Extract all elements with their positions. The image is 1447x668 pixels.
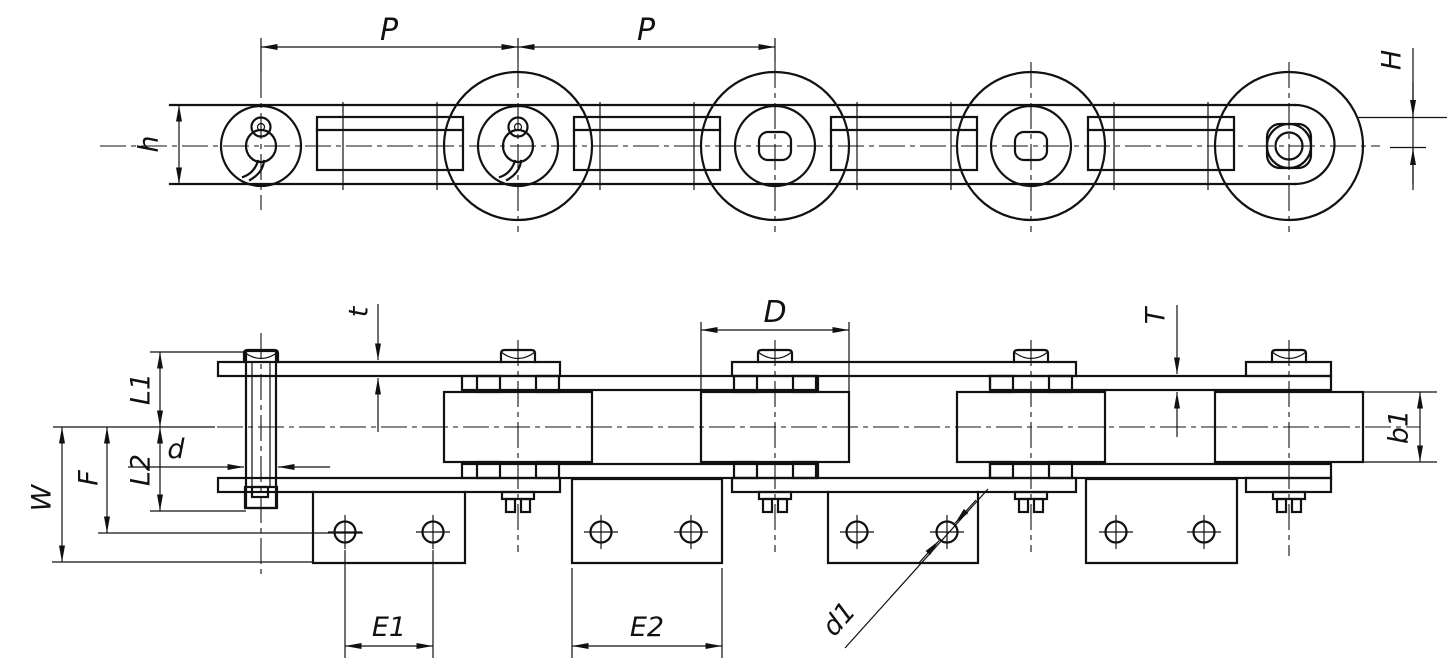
roller xyxy=(1213,70,1365,222)
top-view-side-elevation: P P h H xyxy=(100,13,1447,232)
pin-end-hole xyxy=(1013,130,1049,162)
dim-label-L2: L2 xyxy=(126,454,157,486)
dim-label-W: W xyxy=(27,483,58,511)
pin-end-inner xyxy=(1274,131,1304,161)
pin-bottom-notch xyxy=(250,485,270,499)
roller xyxy=(955,70,1107,222)
attachment-bracket xyxy=(826,490,980,565)
inner-plate-strip xyxy=(460,462,820,480)
dim-label-d: d xyxy=(167,434,185,465)
dim-leader-d1 xyxy=(844,488,989,649)
dim-label-b1: b1 xyxy=(1384,410,1415,444)
dim-label-T: T xyxy=(1141,305,1172,324)
outer-plate-strip xyxy=(730,476,1078,494)
inner-plate-strip xyxy=(988,374,1333,392)
dim-label-pitch-a: P xyxy=(380,13,399,48)
cotter-pin xyxy=(498,116,535,182)
bushing xyxy=(989,104,1073,188)
dim-label-E2: E2 xyxy=(630,612,664,643)
outer-plate-strip xyxy=(216,360,562,378)
dim-label-plate-h: h xyxy=(134,135,165,152)
dim-label-D: D xyxy=(763,295,786,330)
outer-plate-strip xyxy=(730,360,1078,378)
outer-plate-strip xyxy=(216,476,562,494)
dim-label-d1: d1 xyxy=(816,596,862,642)
dim-label-F: F xyxy=(74,470,105,486)
dim-label-E1: E1 xyxy=(372,612,406,643)
pin-end-outer xyxy=(1265,122,1313,170)
bottom-view-plan: L1 L2 F W d t T D b1 E1 xyxy=(27,295,1437,658)
inner-plate-strip xyxy=(460,374,820,392)
bushing xyxy=(476,104,560,188)
dim-label-L1: L1 xyxy=(126,373,157,405)
attachment-bracket xyxy=(570,477,724,565)
inner-plate-strip xyxy=(988,462,1333,480)
roller xyxy=(699,70,851,222)
roller xyxy=(442,70,594,222)
plate-end-cap xyxy=(1293,103,1336,186)
bushing xyxy=(219,104,303,188)
dim-label-t: t xyxy=(344,305,375,317)
attachment-bracket xyxy=(311,490,467,565)
pin-end-hole xyxy=(757,130,793,162)
bushing xyxy=(733,104,817,188)
cotter-pin xyxy=(241,116,278,182)
dim-label-head-H: H xyxy=(1377,50,1408,70)
dim-label-pitch-b: P xyxy=(637,13,656,48)
attachment-bracket xyxy=(1084,477,1239,565)
